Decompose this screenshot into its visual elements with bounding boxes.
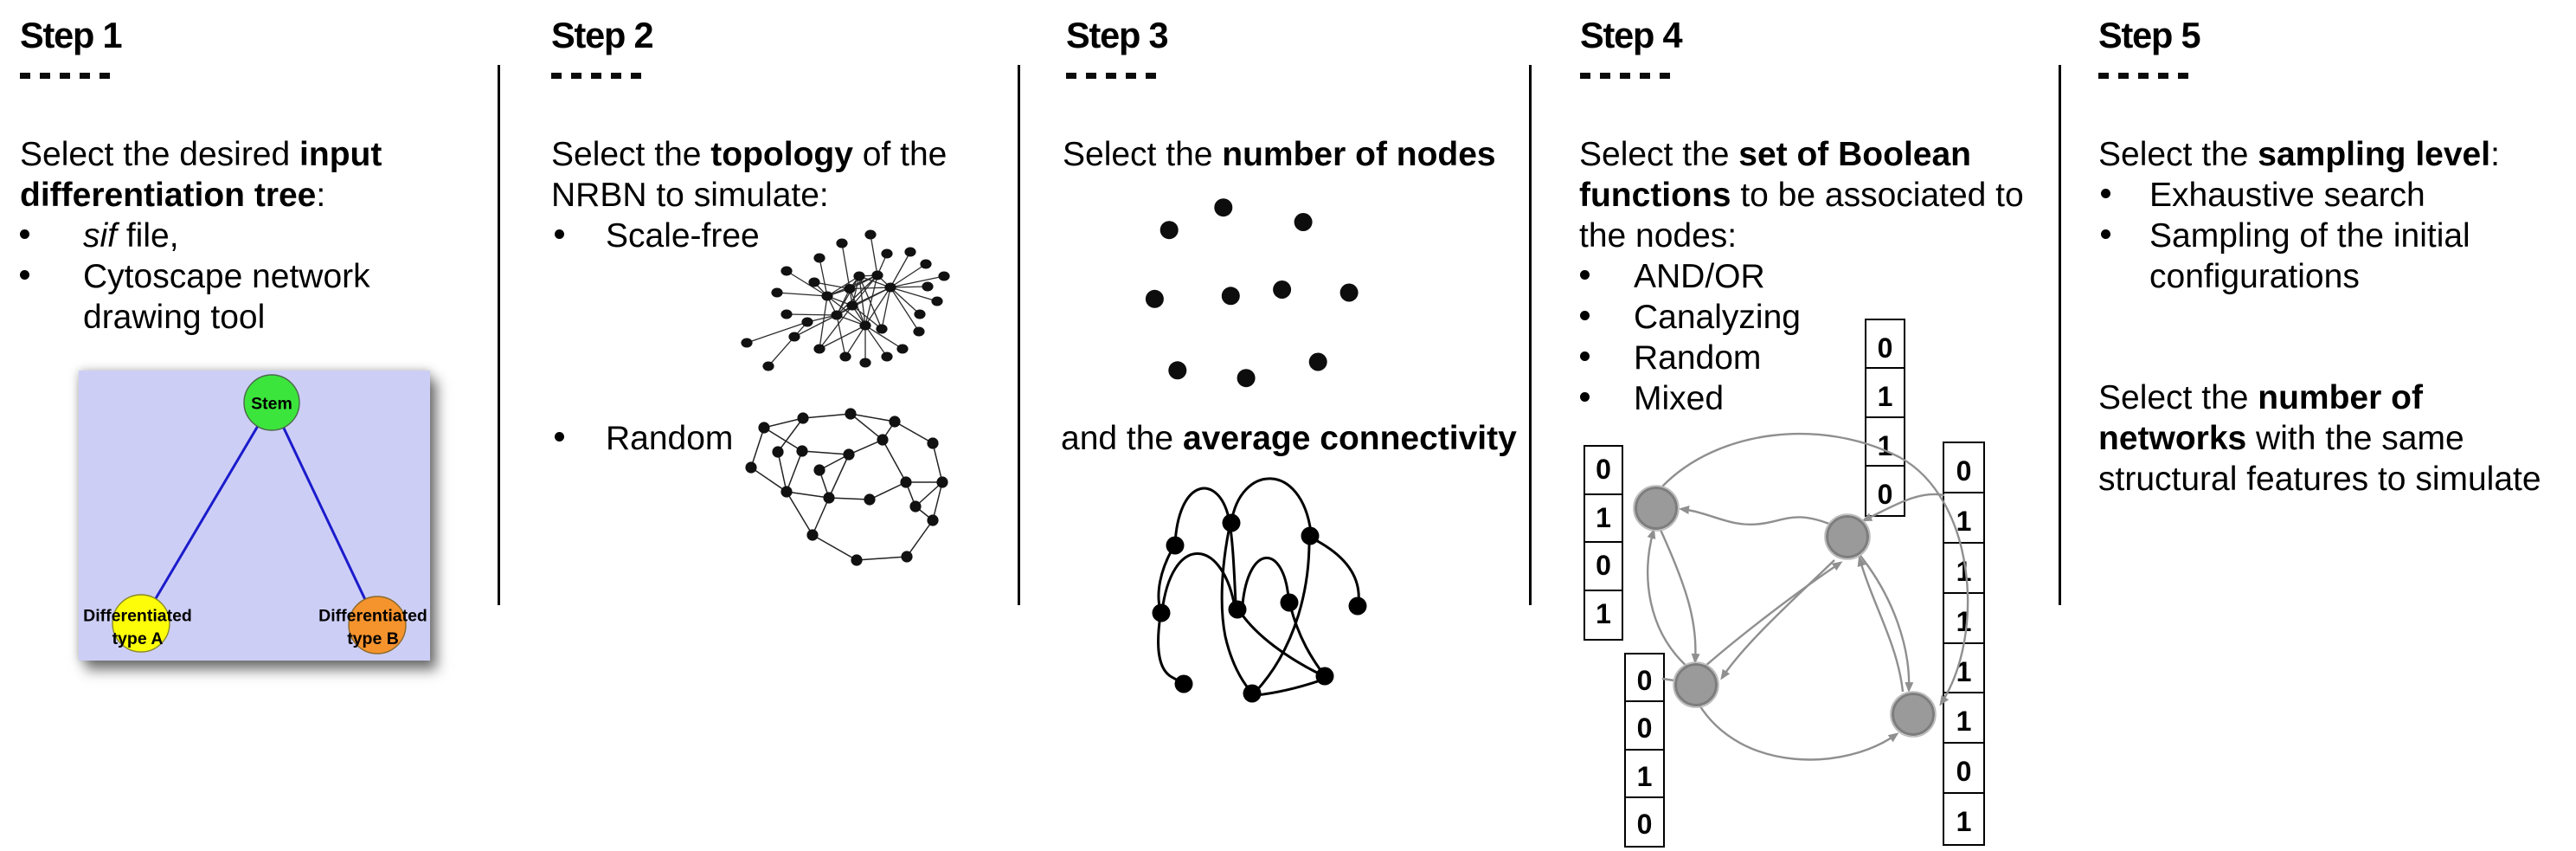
svg-text:type A: type A	[112, 629, 164, 648]
svg-text:Differentiated: Differentiated	[83, 607, 192, 626]
svg-text:Differentiated: Differentiated	[318, 607, 427, 626]
svg-text:type B: type B	[347, 629, 399, 648]
svg-text:Stem: Stem	[251, 395, 292, 414]
